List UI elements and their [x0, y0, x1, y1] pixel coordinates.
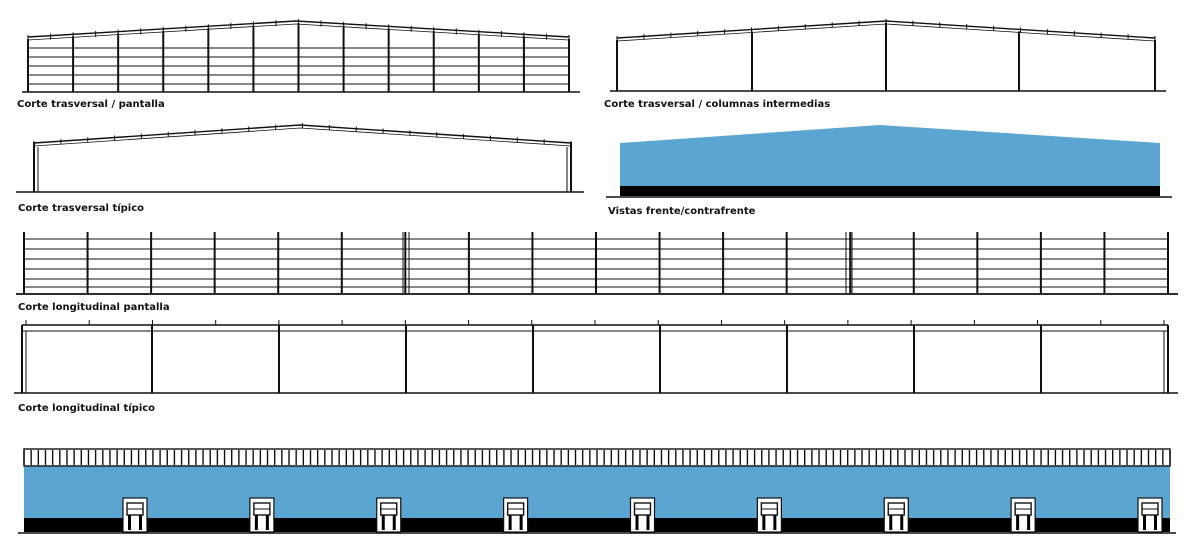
- vista-lateral-drawing: [18, 448, 1176, 534]
- dock-door-leg: [139, 515, 142, 530]
- dock-door-leg: [392, 515, 396, 530]
- dock-door-icon: [249, 497, 275, 533]
- dock-door-icon: [1010, 497, 1036, 533]
- label-trasversal-intermedias: Corte trasversal / columnas intermedias: [604, 99, 831, 110]
- side-base: [24, 518, 1170, 532]
- label-trasversal-tipico: Corte trasversal típico: [18, 203, 145, 214]
- dock-door-icon: [376, 497, 402, 533]
- dock-door-leg: [900, 515, 904, 530]
- dock-door-leg: [1016, 515, 1020, 530]
- dock-door-icon: [503, 497, 529, 533]
- dock-door-leg: [1154, 515, 1157, 530]
- label-vistas-frente: Vistas frente/contrafrente: [608, 206, 756, 217]
- longitudinal-pantalla-drawing: [16, 232, 1178, 295]
- dock-door-leg: [265, 515, 269, 530]
- dock-door-icon: [1137, 497, 1163, 533]
- trasversal-intermedias-drawing: [610, 19, 1166, 92]
- dock-door-icon: [756, 497, 782, 533]
- front-cladding: [620, 125, 1160, 186]
- front-base: [620, 186, 1160, 196]
- dock-door-icon: [883, 497, 909, 533]
- dock-door-leg: [1027, 515, 1031, 530]
- longitudinal-tipico-drawing: [14, 320, 1178, 394]
- label-longitudinal-tipico: Corte longitudinal típico: [18, 403, 156, 414]
- trasversal-tipico-drawing: [16, 123, 584, 193]
- rafter-top: [27, 20, 570, 38]
- dock-door-leg: [762, 515, 766, 530]
- rafter-bottom: [33, 127, 572, 147]
- dock-door-icon: [122, 497, 148, 533]
- dock-door-leg: [889, 515, 893, 530]
- dock-door-leg: [381, 515, 385, 530]
- dock-door-icon: [629, 497, 656, 533]
- label-longitudinal-pantalla: Corte longitudinal pantalla: [18, 302, 170, 313]
- dock-door-leg: [519, 515, 523, 530]
- side-cladding: [24, 466, 1170, 518]
- trasversal-pantalla-drawing: [22, 19, 580, 93]
- rafter-top: [33, 124, 572, 144]
- dock-door-leg: [635, 515, 639, 530]
- dock-door-leg: [254, 515, 258, 530]
- dock-door-leg: [1143, 515, 1146, 530]
- vista-frente-drawing: [606, 125, 1172, 198]
- dock-door-leg: [128, 515, 131, 530]
- dock-door-leg: [508, 515, 512, 530]
- dock-door-leg: [646, 515, 650, 530]
- label-trasversal-pantalla: Corte trasversal / pantalla: [17, 99, 165, 110]
- dock-door-leg: [773, 515, 777, 530]
